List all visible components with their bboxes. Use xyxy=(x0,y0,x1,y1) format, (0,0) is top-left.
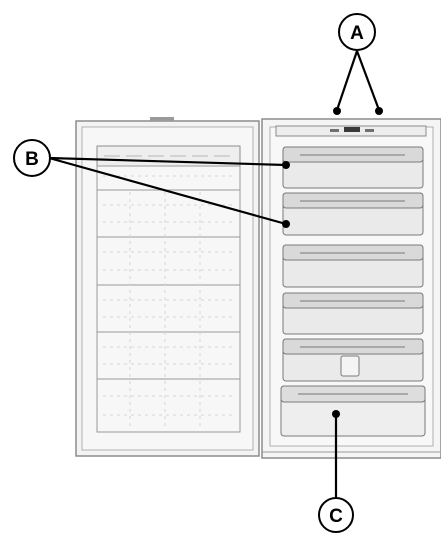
bottom-basket xyxy=(280,385,426,437)
callout-b-dot xyxy=(282,161,290,169)
callout-c-circle xyxy=(318,497,354,533)
callout-b-dot xyxy=(282,220,290,228)
callout-a-circle xyxy=(338,13,376,51)
control-panel xyxy=(275,125,427,137)
drawer xyxy=(282,146,424,189)
drawer xyxy=(282,244,424,288)
callout-a: A xyxy=(333,13,383,115)
drawer xyxy=(282,192,424,236)
freezer-door xyxy=(75,117,260,457)
callout-b-label: B xyxy=(25,149,39,170)
callout-c: C xyxy=(318,410,354,533)
callout-c-dot xyxy=(332,410,340,418)
callout-b: B xyxy=(13,139,290,228)
door-compartments xyxy=(96,165,241,433)
door-grid-texture xyxy=(103,175,234,430)
callout-c-label: C xyxy=(329,506,343,527)
callout-b-circle xyxy=(13,139,51,177)
drawer xyxy=(282,338,424,382)
callout-a-dot xyxy=(333,107,341,115)
callout-a-dot xyxy=(375,107,383,115)
callout-a-label: A xyxy=(350,23,364,44)
drawer xyxy=(282,292,424,335)
